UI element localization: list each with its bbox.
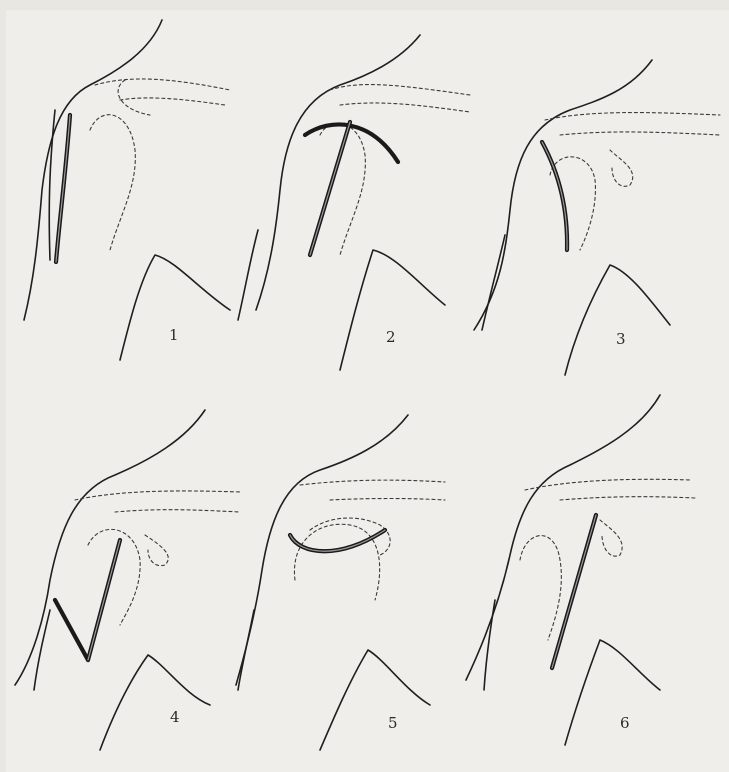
- acromion-outline: [115, 510, 240, 512]
- panel-4: 4: [15, 410, 240, 750]
- clavicle-outline: [75, 491, 240, 500]
- acromion-outline: [330, 499, 445, 501]
- incision-highlight: [552, 515, 596, 668]
- panel-5: 5: [236, 415, 445, 750]
- panel-label: 4: [170, 708, 180, 726]
- arm-contour: [484, 600, 495, 690]
- clavicle-outline: [525, 479, 690, 490]
- humeral-head-outline: [90, 115, 135, 250]
- arm-contour: [482, 235, 505, 330]
- coracoid-outline: [145, 535, 168, 566]
- acromion-outline: [560, 132, 720, 135]
- axilla-contour: [565, 640, 660, 745]
- panel-label: 1: [169, 326, 179, 344]
- shoulder-contour: [256, 35, 420, 310]
- incision-left-limb: [55, 600, 88, 660]
- panel-3: 3: [474, 60, 720, 375]
- axilla-contour: [120, 255, 230, 360]
- panel-label: 6: [620, 714, 630, 732]
- incision-line: [542, 142, 567, 250]
- acromion-outline: [340, 103, 470, 112]
- incision-highlight: [310, 122, 350, 255]
- clavicle-outline: [330, 85, 470, 95]
- panel-6: 6: [466, 395, 695, 745]
- arm-contour: [238, 610, 254, 690]
- humeral-head-outline: [520, 536, 561, 640]
- clavicle-outline: [300, 480, 445, 485]
- coracoid-outline: [610, 150, 633, 186]
- panel-2: 2: [238, 35, 470, 370]
- axilla-contour: [320, 650, 430, 750]
- humeral-head-outline: [88, 529, 140, 625]
- axilla-contour: [100, 655, 210, 750]
- arm-contour: [238, 230, 258, 320]
- shoulder-contour: [15, 410, 205, 685]
- humeral-head-outline: [294, 524, 379, 600]
- panel-label: 5: [388, 714, 398, 732]
- panel-1: 1: [24, 20, 230, 360]
- clavicle-outline: [545, 113, 720, 120]
- panel-label: 3: [616, 330, 626, 348]
- clavicle-outline: [95, 79, 230, 90]
- incision-highlight: [88, 540, 120, 660]
- panel-label: 2: [386, 328, 396, 346]
- incision-highlight: [56, 115, 70, 262]
- shoulder-contour: [24, 20, 162, 320]
- acromion-outline: [120, 98, 225, 105]
- incision-arc: [305, 124, 398, 162]
- axilla-contour: [565, 265, 670, 375]
- axilla-contour: [340, 250, 445, 370]
- coracoid-outline: [600, 520, 622, 556]
- acromion-outline: [560, 497, 695, 500]
